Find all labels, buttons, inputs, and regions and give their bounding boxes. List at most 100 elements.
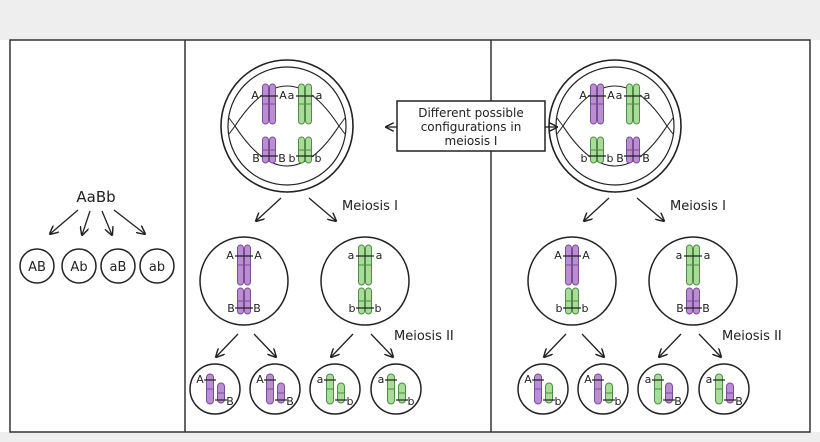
gamete-membrane (309, 363, 361, 415)
allele-label: B (227, 302, 235, 315)
allele-label: B (226, 395, 234, 408)
centrosome (228, 117, 236, 135)
genotype-label: AaBb (76, 188, 115, 206)
allele-label: B (253, 302, 261, 315)
genotype-panel: AaBb AB Ab aB ab (19, 188, 175, 284)
gamete-cell: ab (370, 363, 422, 415)
division-arrow (584, 197, 610, 221)
allele-label: A (279, 89, 287, 102)
top-background-strip (0, 0, 820, 40)
allele-label: a (706, 373, 713, 386)
allele-label: A (251, 89, 259, 102)
parent-cell-membrane (227, 66, 347, 186)
parent-cell-outer (220, 59, 354, 193)
allele-label: b (555, 395, 562, 408)
allele-label: a (704, 249, 711, 262)
meiosis-ii-label: Meiosis II (722, 329, 782, 344)
division-arrow (370, 333, 393, 357)
allele-label: B (278, 152, 286, 165)
daughter-cell-membrane (527, 236, 617, 326)
allele-label: b (615, 395, 622, 408)
allele-label: a (317, 373, 324, 386)
division-arrow (544, 333, 567, 357)
allele-label: a (378, 373, 385, 386)
allele-label: B (702, 302, 710, 315)
allele-label: A (554, 249, 562, 262)
parent-cell-membrane (555, 66, 675, 186)
allele-label: A (579, 89, 587, 102)
meiosis-i-label: Meiosis I (342, 199, 398, 214)
allele-label: a (316, 89, 323, 102)
division-arrow (636, 197, 664, 221)
allele-label: b (408, 395, 415, 408)
gamete-arrow (50, 209, 79, 234)
gamete-cell: aB (698, 363, 750, 415)
allele-label: b (607, 152, 614, 165)
allele-label: a (676, 249, 683, 262)
diagram-frame (9, 39, 811, 433)
gamete-circle (100, 248, 136, 284)
allele-label: b (582, 302, 589, 315)
allele-label: B (642, 152, 650, 165)
callout-line: Different possible (418, 106, 524, 120)
allele-label: B (252, 152, 260, 165)
gamete-cell: AB (249, 363, 301, 415)
gamete-cell: ab (309, 363, 361, 415)
allele-label: A (256, 373, 264, 386)
allele-label: a (348, 249, 355, 262)
allele-label: B (286, 395, 294, 408)
gamete-arrow (82, 210, 91, 235)
gamete-membrane (189, 363, 241, 415)
meiosis-ii-label: Meiosis II (394, 329, 454, 344)
allele-label: b (375, 302, 382, 315)
allele-label: A (582, 249, 590, 262)
division-arrow (581, 333, 604, 357)
allele-label: b (349, 302, 356, 315)
gamete-membrane (577, 363, 629, 415)
centrosome (666, 117, 674, 135)
callout-box (396, 100, 546, 152)
division-arrow (253, 333, 276, 357)
allele-label: B (674, 395, 682, 408)
allele-label: a (644, 89, 651, 102)
spindle-fiber (562, 125, 668, 167)
allele-label: B (676, 302, 684, 315)
allele-label: A (607, 89, 615, 102)
gamete-cell: AB (189, 363, 241, 415)
division-arrow (659, 333, 682, 357)
division-arrow (698, 333, 721, 357)
gamete-label: aB (110, 260, 127, 275)
bottom-background-strip (0, 432, 820, 442)
spindle-fiber (562, 85, 668, 127)
callout-line: configurations in (421, 120, 522, 134)
division-arrow (256, 197, 282, 221)
gamete-membrane (637, 363, 689, 415)
allele-label: A (584, 373, 592, 386)
gamete-cell: Ab (577, 363, 629, 415)
division-arrow (308, 197, 336, 221)
parent-cell-outer (548, 59, 682, 193)
allele-label: A (226, 249, 234, 262)
allele-label: a (376, 249, 383, 262)
meiosis-i-label: Meiosis I (670, 199, 726, 214)
allele-label: a (645, 373, 652, 386)
division-arrow (216, 333, 239, 357)
gamete-cell: Ab (517, 363, 569, 415)
spindle-fiber (234, 125, 340, 167)
allele-label: b (347, 395, 354, 408)
gamete-membrane (249, 363, 301, 415)
daughter-cell-membrane (199, 236, 289, 326)
allele-label: A (524, 373, 532, 386)
gamete-circle (61, 248, 97, 284)
gamete-arrow (113, 209, 145, 234)
gamete-membrane (370, 363, 422, 415)
gamete-cell: aB (637, 363, 689, 415)
centrosome (556, 117, 564, 135)
gamete-label: ab (149, 260, 165, 275)
gamete-circle (19, 248, 55, 284)
